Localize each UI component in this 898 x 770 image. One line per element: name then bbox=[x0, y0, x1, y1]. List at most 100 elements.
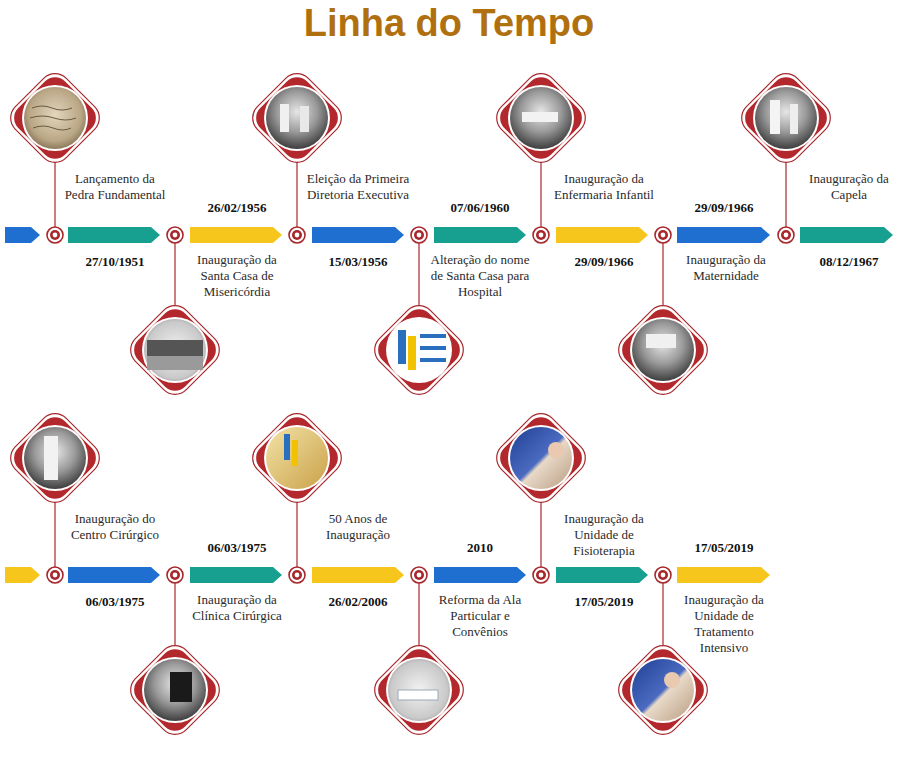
photo bbox=[632, 659, 694, 721]
event-date: 26/02/1956 bbox=[187, 200, 287, 216]
diamond-frame bbox=[490, 407, 592, 509]
photo bbox=[266, 87, 328, 149]
photo-detail bbox=[44, 436, 58, 480]
logo-mark bbox=[420, 358, 446, 362]
photo bbox=[755, 87, 817, 149]
arrow-bar bbox=[190, 227, 282, 243]
timeline-marker bbox=[167, 567, 183, 583]
photo bbox=[24, 87, 86, 149]
event-description: Eleição da Primeira Diretoria Executiva bbox=[303, 171, 413, 203]
timeline-marker bbox=[411, 227, 427, 243]
event-description: Inauguração da Clínica Cirúrgica bbox=[187, 592, 287, 624]
event-description: Inauguração da Unidade de Fisioterapia bbox=[552, 511, 656, 559]
logo-mark bbox=[292, 440, 298, 466]
event-date: 08/12/1967 bbox=[804, 254, 894, 270]
event-description: Inauguração da Enfermaria Infantil bbox=[554, 171, 654, 203]
diamond-frame bbox=[735, 67, 837, 169]
timeline-bars bbox=[5, 227, 893, 583]
arrow-bar bbox=[434, 567, 526, 583]
diamond-frame bbox=[246, 407, 348, 509]
logo-mark bbox=[398, 330, 406, 364]
page-title: Linha do Tempo bbox=[0, 0, 898, 46]
photo-detail bbox=[147, 356, 203, 370]
arrow-bar bbox=[556, 567, 648, 583]
diamond-frame bbox=[368, 639, 470, 741]
arrow-bar bbox=[677, 567, 770, 583]
photo-detail bbox=[300, 106, 309, 132]
event-description: Alteração do nome de Santa Casa para Hos… bbox=[426, 252, 534, 300]
timeline-marker bbox=[778, 227, 794, 243]
photos bbox=[24, 87, 817, 721]
diamond-frame bbox=[4, 67, 106, 169]
photo-detail bbox=[548, 442, 564, 458]
photo bbox=[510, 87, 572, 149]
diamond-frame bbox=[612, 299, 714, 401]
timeline-markers bbox=[47, 227, 794, 583]
photo bbox=[388, 319, 450, 381]
arrow-bar bbox=[556, 227, 648, 243]
arrow-bar bbox=[68, 567, 160, 583]
arrow-bar bbox=[5, 567, 40, 583]
event-date: 17/05/2019 bbox=[674, 540, 774, 556]
arrow-bar bbox=[800, 227, 893, 243]
arrow-bar bbox=[312, 567, 404, 583]
diamond-frame bbox=[246, 67, 348, 169]
photo-detail bbox=[280, 104, 289, 132]
photo bbox=[144, 659, 206, 721]
arrow-bar bbox=[5, 227, 40, 243]
timeline-marker bbox=[289, 567, 305, 583]
photo bbox=[510, 427, 572, 489]
event-description: Inauguração da Capela bbox=[804, 171, 894, 203]
event-date: 27/10/1951 bbox=[65, 254, 165, 270]
event-date: 29/09/1966 bbox=[674, 200, 774, 216]
photo-detail bbox=[398, 690, 438, 700]
event-date: 17/05/2019 bbox=[554, 594, 654, 610]
photo bbox=[632, 319, 694, 381]
photo-frames bbox=[4, 67, 837, 741]
event-description: Inauguração da Maternidade bbox=[676, 252, 776, 284]
timeline-marker bbox=[655, 567, 671, 583]
event-date: 26/02/2006 bbox=[308, 594, 408, 610]
event-date: 29/09/1966 bbox=[554, 254, 654, 270]
event-description: Reforma da Ala Particular e Convênios bbox=[430, 592, 530, 640]
event-description: Inauguração da Unidade de Tratamento Int… bbox=[674, 592, 774, 656]
diamond-frame bbox=[368, 299, 470, 401]
event-description: 50 Anos de Inauguração bbox=[308, 511, 408, 543]
timeline-marker bbox=[47, 227, 63, 243]
photo bbox=[388, 659, 450, 721]
photo-detail bbox=[646, 334, 676, 348]
arrow-bar bbox=[677, 227, 770, 243]
photo-detail bbox=[170, 672, 192, 702]
arrow-bar bbox=[434, 227, 526, 243]
arrow-bar bbox=[312, 227, 404, 243]
photo bbox=[24, 427, 86, 489]
diamond-frame bbox=[4, 407, 106, 509]
event-description: Inauguração da Santa Casa de Misericórdi… bbox=[187, 252, 287, 300]
event-date: 06/03/1975 bbox=[65, 594, 165, 610]
arrow-bar bbox=[68, 227, 160, 243]
event-date: 06/03/1975 bbox=[187, 540, 287, 556]
event-description: Lançamento da Pedra Fundamental bbox=[63, 171, 167, 203]
photo-detail bbox=[147, 340, 203, 356]
arrow-bar bbox=[190, 567, 282, 583]
diamond-frame bbox=[124, 639, 226, 741]
photo-detail bbox=[664, 672, 680, 688]
timeline-marker bbox=[655, 227, 671, 243]
logo-mark bbox=[284, 434, 290, 460]
logo-mark bbox=[408, 336, 416, 370]
photo-detail bbox=[30, 106, 76, 130]
timeline-marker bbox=[47, 567, 63, 583]
timeline-marker bbox=[289, 227, 305, 243]
diamond-frame bbox=[490, 67, 592, 169]
timeline-marker bbox=[533, 227, 549, 243]
event-date: 2010 bbox=[430, 540, 530, 556]
diamond-frame bbox=[124, 299, 226, 401]
leader-lines bbox=[55, 118, 786, 690]
timeline-marker bbox=[167, 227, 183, 243]
timeline-marker bbox=[533, 567, 549, 583]
event-description: Inauguração do Centro Cirúrgico bbox=[63, 511, 167, 543]
photo-detail bbox=[770, 100, 780, 134]
event-date: 15/03/1956 bbox=[308, 254, 408, 270]
